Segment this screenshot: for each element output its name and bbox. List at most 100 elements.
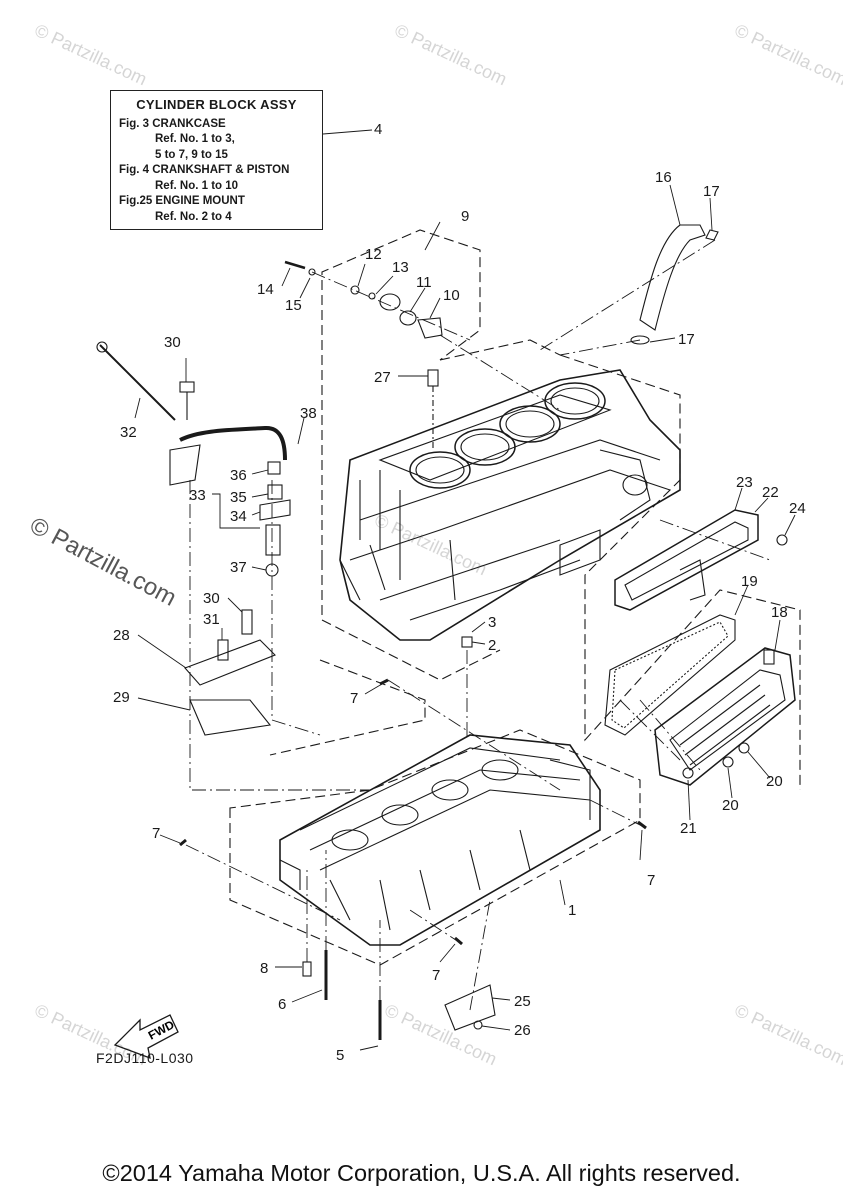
part-number-3: 3: [488, 614, 496, 631]
gasket-34: [259, 499, 291, 521]
bolt-20b: [738, 742, 750, 754]
part-number-22: 22: [762, 484, 779, 501]
plate-25: [444, 984, 496, 1031]
group-outline-left: [321, 560, 501, 681]
part-number-9: 9: [461, 208, 469, 225]
part-number-labels: 4 1 2 3 5 6 7 7 7 7 8 9 10 11 12 13 14 1…: [113, 121, 806, 1064]
part-number-16: 16: [655, 169, 672, 186]
part-number-30: 30: [203, 590, 220, 607]
cover-18: [654, 647, 796, 786]
legend-line: Fig. 4 CRANKSHAFT & PISTON: [119, 164, 290, 176]
hose-33: [179, 425, 287, 461]
washer-15: [308, 268, 316, 276]
part-number-5: 5: [336, 1047, 344, 1064]
copyright-notice: ©2014 Yamaha Motor Corporation, U.S.A. A…: [102, 1160, 741, 1186]
part-number-19: 19: [741, 573, 758, 590]
group-outline-top: [439, 339, 561, 361]
part-number-32: 32: [120, 424, 137, 441]
part-number-10: 10: [443, 287, 460, 304]
cover-plate-28: [184, 639, 276, 686]
part-number-18: 18: [771, 604, 788, 621]
sleeve-10: [417, 317, 443, 339]
part-number-36: 36: [230, 467, 247, 484]
bolt-21: [682, 767, 694, 779]
part-number-7: 7: [432, 967, 440, 984]
part-number-2: 2: [488, 637, 496, 654]
part-number-25: 25: [514, 993, 531, 1010]
nut-12: [350, 285, 360, 295]
part-number-38: 38: [300, 405, 317, 422]
group-outline-pin: [269, 659, 426, 756]
legend-line: Ref. No. 1 to 10: [155, 179, 239, 192]
legend-line: Fig.25 ENGINE MOUNT: [119, 195, 245, 207]
part-number-26: 26: [514, 1022, 531, 1039]
legend-box: CYLINDER BLOCK ASSY Fig. 3 CRANKCASE Ref…: [110, 90, 323, 230]
group-outline-9: [321, 229, 481, 560]
part-number-17: 17: [678, 331, 695, 348]
legend-line: Ref. No. 2 to 4: [155, 210, 232, 223]
part-number-1: 1: [568, 902, 576, 919]
part-number-7: 7: [152, 825, 160, 842]
clamp-17-top: [705, 229, 719, 241]
dipstick-32: [99, 344, 176, 421]
pin-7a: [179, 838, 187, 847]
legend-title: CYLINDER BLOCK ASSY: [136, 97, 297, 112]
legend-line: Fig. 3 CRANKCASE: [119, 117, 226, 130]
part-number-23: 23: [736, 474, 753, 491]
part-number-6: 6: [278, 996, 286, 1013]
crankcase-lower: [279, 734, 601, 946]
part-number-7: 7: [647, 872, 655, 889]
part-number-15: 15: [285, 297, 302, 314]
part-number-20: 20: [766, 773, 783, 790]
part-number-21: 21: [680, 820, 697, 837]
part-number-4: 4: [374, 121, 382, 138]
group-outline-upper: [559, 354, 801, 790]
part-number-11: 11: [416, 274, 432, 291]
part-number-20: 20: [722, 797, 739, 814]
bushing-11: [379, 293, 401, 311]
bolt-30b: [241, 609, 253, 635]
fitting-35: [267, 484, 283, 500]
figure-code: F2DJ110-L030: [96, 1050, 194, 1066]
fwd-arrow: [113, 1014, 179, 1060]
legend-line: Ref. No. 1 to 3,: [155, 133, 235, 145]
part-number-37: 37: [230, 559, 247, 576]
o-ring-10: [399, 310, 417, 326]
part-number-35: 35: [230, 489, 247, 506]
part-number-30: 30: [164, 334, 181, 351]
part-number-33: 33: [189, 487, 206, 504]
part-number-8: 8: [260, 960, 268, 977]
part-number-17: 17: [703, 183, 720, 200]
bolt-26: [473, 1020, 483, 1030]
part-number-13: 13: [392, 259, 409, 276]
dowel-2: [461, 636, 473, 648]
callout-leaders: [134, 129, 796, 1051]
fitting-36: [267, 461, 281, 475]
hose-16: [639, 224, 706, 331]
dowel-8: [302, 961, 312, 977]
bolt-30: [179, 381, 195, 393]
clamp-17-bottom: [630, 335, 650, 345]
alignment-lines: [185, 239, 771, 1011]
bolt-31: [217, 639, 229, 661]
part-number-24: 24: [789, 500, 806, 517]
cover-23: [614, 509, 759, 611]
fitting-lower: [265, 524, 281, 556]
part-number-14: 14: [257, 281, 274, 298]
legend-line: 5 to 7, 9 to 15: [155, 148, 228, 161]
bolt-24: [776, 534, 788, 546]
gasket-19: [604, 614, 736, 736]
washer-13: [368, 292, 376, 300]
dowel-pin-27: [427, 369, 439, 450]
part-number-31: 31: [203, 611, 220, 628]
part-number-7: 7: [350, 690, 358, 707]
cylinder-block-upper: [339, 369, 681, 641]
bolt-20a: [722, 756, 734, 768]
gasket-29: [189, 699, 272, 736]
pin-7b: [379, 678, 389, 686]
part-number-29: 29: [113, 689, 130, 706]
part-number-27: 27: [374, 369, 391, 386]
part-number-28: 28: [113, 627, 130, 644]
bracket: [169, 444, 201, 486]
